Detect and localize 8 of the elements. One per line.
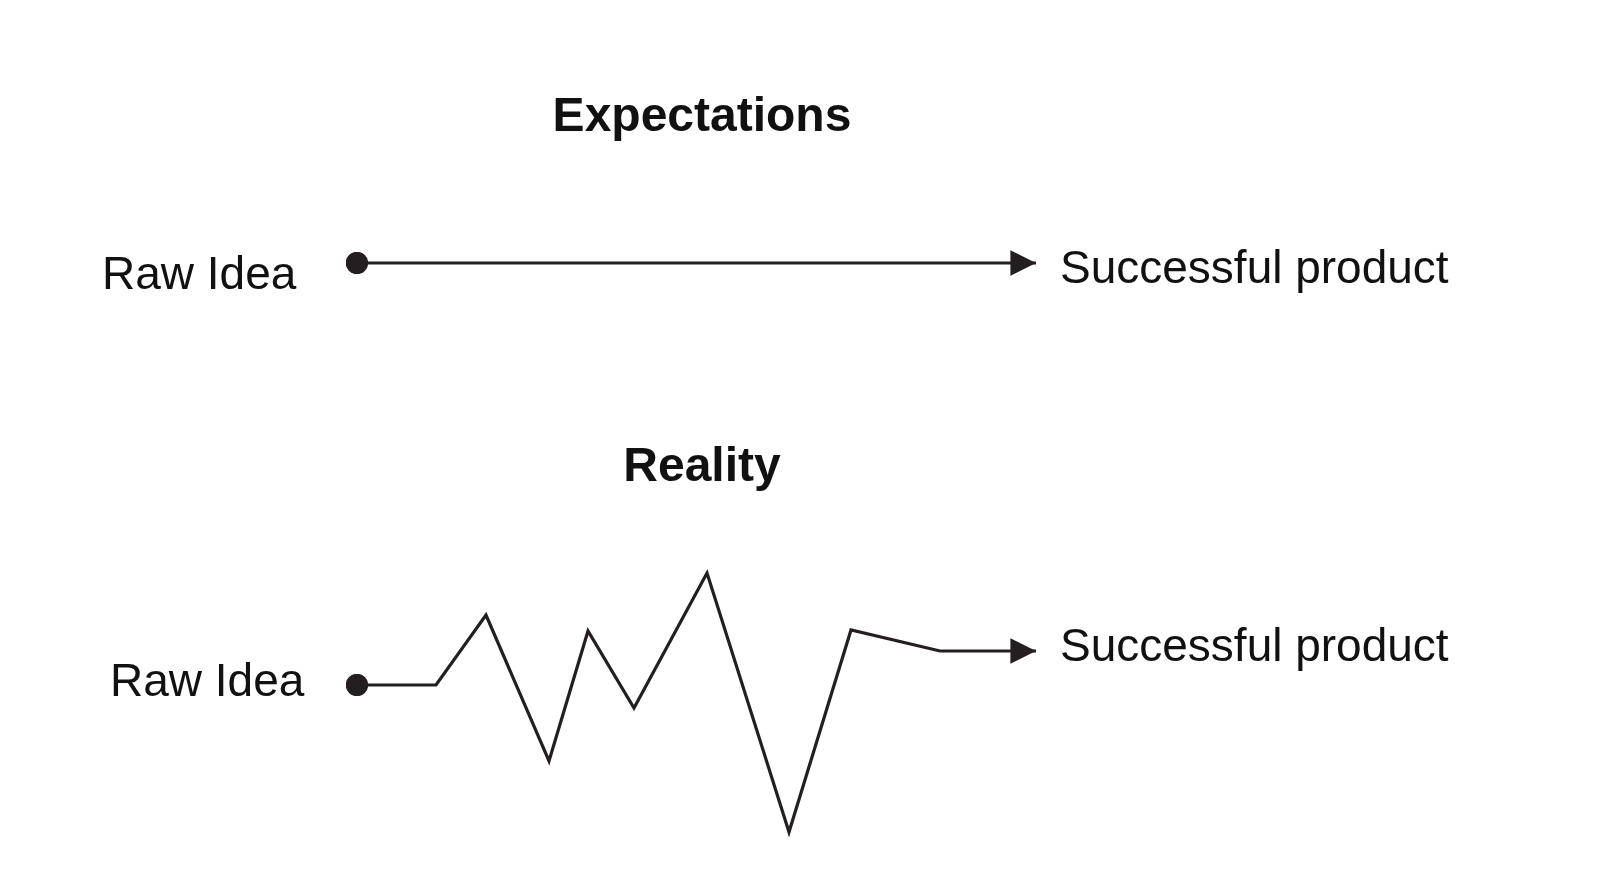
section-heading: Expectations — [552, 86, 852, 142]
arrow — [345, 250, 1036, 276]
node-label: Raw Idea — [98, 243, 348, 303]
node-label: Successful product — [1036, 615, 1516, 675]
node-label: Raw Idea — [106, 650, 348, 710]
node-label: Successful product — [1036, 237, 1516, 297]
section-heading: Reality — [623, 436, 781, 492]
arrow — [345, 568, 1036, 838]
